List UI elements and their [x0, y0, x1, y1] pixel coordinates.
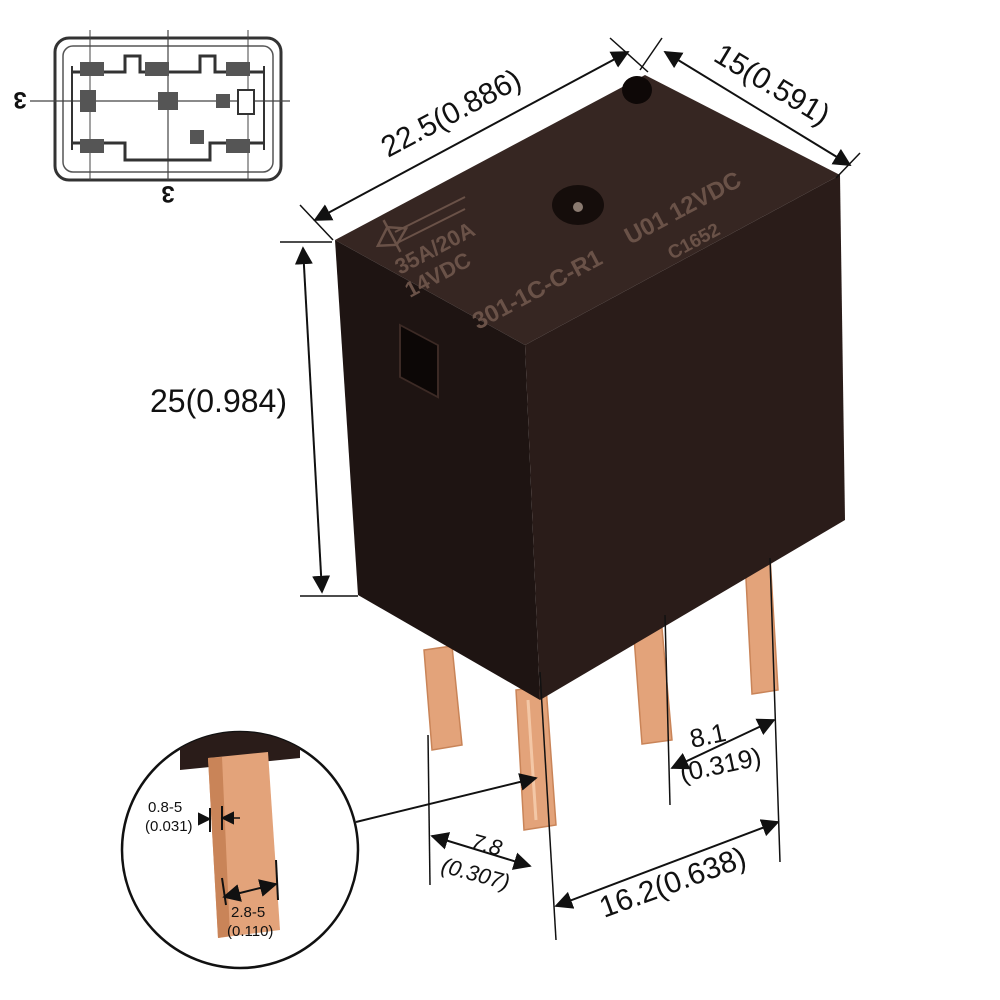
pin-spacing-right-mm: 8.1	[687, 717, 729, 754]
schematic-pin-c	[216, 94, 230, 108]
terminal-layout-schematic: 3 3	[13, 30, 290, 207]
pin-span-line	[554, 819, 780, 909]
schematic-pin-d	[237, 89, 255, 115]
schematic-pad-4	[80, 139, 104, 153]
length-dimension-label: 22.5(0.886)	[376, 63, 527, 164]
detail-width-in: (0.110)	[227, 923, 273, 940]
terminal-front-highlight	[526, 699, 538, 821]
schematic-pad-5	[226, 139, 250, 153]
schematic-pad-2	[145, 62, 169, 76]
schematic-trace-sides	[71, 66, 265, 150]
view-marker-bottom: 3	[161, 180, 174, 207]
pin-middle-extension	[664, 614, 671, 806]
pin-spacing-right-line	[670, 718, 776, 770]
schematic-pin-a	[80, 90, 96, 112]
pin-left-extension	[427, 734, 431, 886]
view-marker-left: 3	[13, 86, 26, 113]
relay-front-face	[525, 175, 845, 700]
detail-width-line	[222, 879, 278, 902]
schematic-trace-top	[72, 54, 264, 74]
pin-front-extension	[539, 671, 557, 941]
detail-thickness-in: (0.031)	[145, 818, 193, 835]
relay-top-peg	[622, 76, 652, 104]
length-dimension-line	[313, 51, 630, 221]
pin-right-extension	[769, 557, 781, 863]
schematic-pad-1	[80, 62, 104, 76]
detail-thickness-mm: 0.8-5	[148, 799, 182, 816]
height-dimension-line	[294, 246, 331, 594]
terminal-left	[423, 645, 463, 751]
schematic-trace-bottom	[72, 141, 264, 162]
relay-top-dot	[573, 202, 583, 212]
width-extension-left	[639, 37, 663, 71]
detail-width-mm: 2.8-5	[231, 904, 265, 921]
relay-latch-window	[399, 323, 439, 399]
length-extension-left	[299, 204, 334, 241]
width-extension-right	[835, 152, 861, 179]
relay-side-face	[335, 240, 540, 700]
detail-leader-line	[355, 773, 538, 823]
schematic-pin-e	[190, 130, 204, 144]
pin-spacing-left-line	[430, 832, 532, 870]
terminal-detail-view: 0.8-5 (0.031) 2.8-5 (0.110)	[120, 730, 360, 970]
schematic-pin-b	[158, 92, 178, 110]
schematic-pad-3	[226, 62, 250, 76]
height-dimension-label: 25(0.984)	[150, 383, 287, 419]
pin-spacing-right-in: (0.319)	[677, 741, 764, 787]
pin-spacing-left-in: (0.307)	[439, 853, 513, 895]
width-dimension-line	[663, 51, 852, 166]
